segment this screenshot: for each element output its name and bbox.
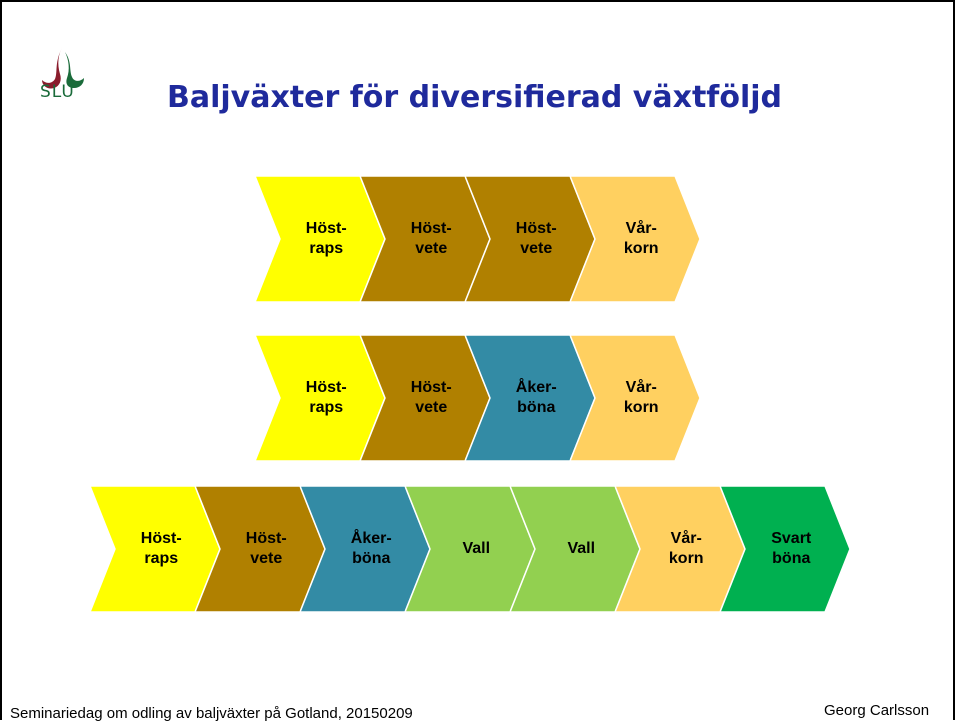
slu-logo-icon <box>42 46 84 89</box>
crop-label: Åker- böna <box>515 379 557 416</box>
crop-step: Höst- vete <box>360 176 490 302</box>
chevron-shape <box>720 486 850 612</box>
crop-label: Höst- vete <box>515 220 557 257</box>
chevron-shape <box>405 486 535 612</box>
crop-label: Höst- raps <box>305 220 347 257</box>
crop-step: Höst- vete <box>195 486 325 612</box>
crop-step: Höst- vete <box>360 335 490 461</box>
rotation-row-3: Höst- raps Höst- vete Åker- böna Vall Vall Vå… <box>90 486 850 612</box>
crop-label: Höst- vete <box>410 220 452 257</box>
crop-label: Åker- böna <box>350 530 392 567</box>
rotation-row-2: Höst- raps Höst- vete Åker- böna Vår- korn <box>255 335 700 461</box>
chevron-shape <box>255 176 385 302</box>
chevron-shape <box>300 486 430 612</box>
chevron-shape <box>465 176 595 302</box>
crop-step: Åker- böna <box>465 335 595 461</box>
crop-label: Höst- raps <box>140 530 182 567</box>
chevron-shape <box>615 486 745 612</box>
crop-step: Svart böna <box>720 486 850 612</box>
crop-step: Vår- korn <box>570 335 700 461</box>
crop-label: Vår- korn <box>623 220 659 257</box>
chevron-shape <box>255 335 385 461</box>
crop-step: Åker- böna <box>300 486 430 612</box>
chevron-shape <box>90 486 220 612</box>
crop-label: Svart böna <box>771 530 812 567</box>
footer-right: Georg Carlsson <box>824 702 930 719</box>
footer-left: Seminariedag om odling av baljväxter på … <box>10 705 413 722</box>
chevron-shape <box>465 335 595 461</box>
crop-step: Höst- raps <box>255 335 385 461</box>
chevron-shape <box>570 335 700 461</box>
crop-step: Höst- vete <box>465 176 595 302</box>
crop-step: Vall <box>405 486 535 612</box>
chevron-shape <box>195 486 325 612</box>
crop-label: Höst- vete <box>245 530 287 567</box>
crop-label: Höst- vete <box>410 379 452 416</box>
crop-step: Vår- korn <box>615 486 745 612</box>
crop-label: Vall <box>567 540 596 557</box>
crop-step: Vall <box>510 486 640 612</box>
chevron-shape <box>510 486 640 612</box>
chevron-shape <box>360 335 490 461</box>
crop-label: Vall <box>462 540 491 557</box>
crop-label: Vår- korn <box>668 530 704 567</box>
logo-text: SLU <box>40 82 75 102</box>
chevron-shape <box>360 176 490 302</box>
crop-step: Höst- raps <box>90 486 220 612</box>
crop-step: Höst- raps <box>255 176 385 302</box>
crop-step: Vår- korn <box>570 176 700 302</box>
crop-label: Vår- korn <box>623 379 659 416</box>
crop-label: Höst- raps <box>305 379 347 416</box>
chevron-shape <box>570 176 700 302</box>
page-title: Baljväxter för diversifierad växtföljd <box>167 80 782 115</box>
rotation-row-1: Höst- raps Höst- vete Höst- vete Vår- korn <box>255 176 700 302</box>
